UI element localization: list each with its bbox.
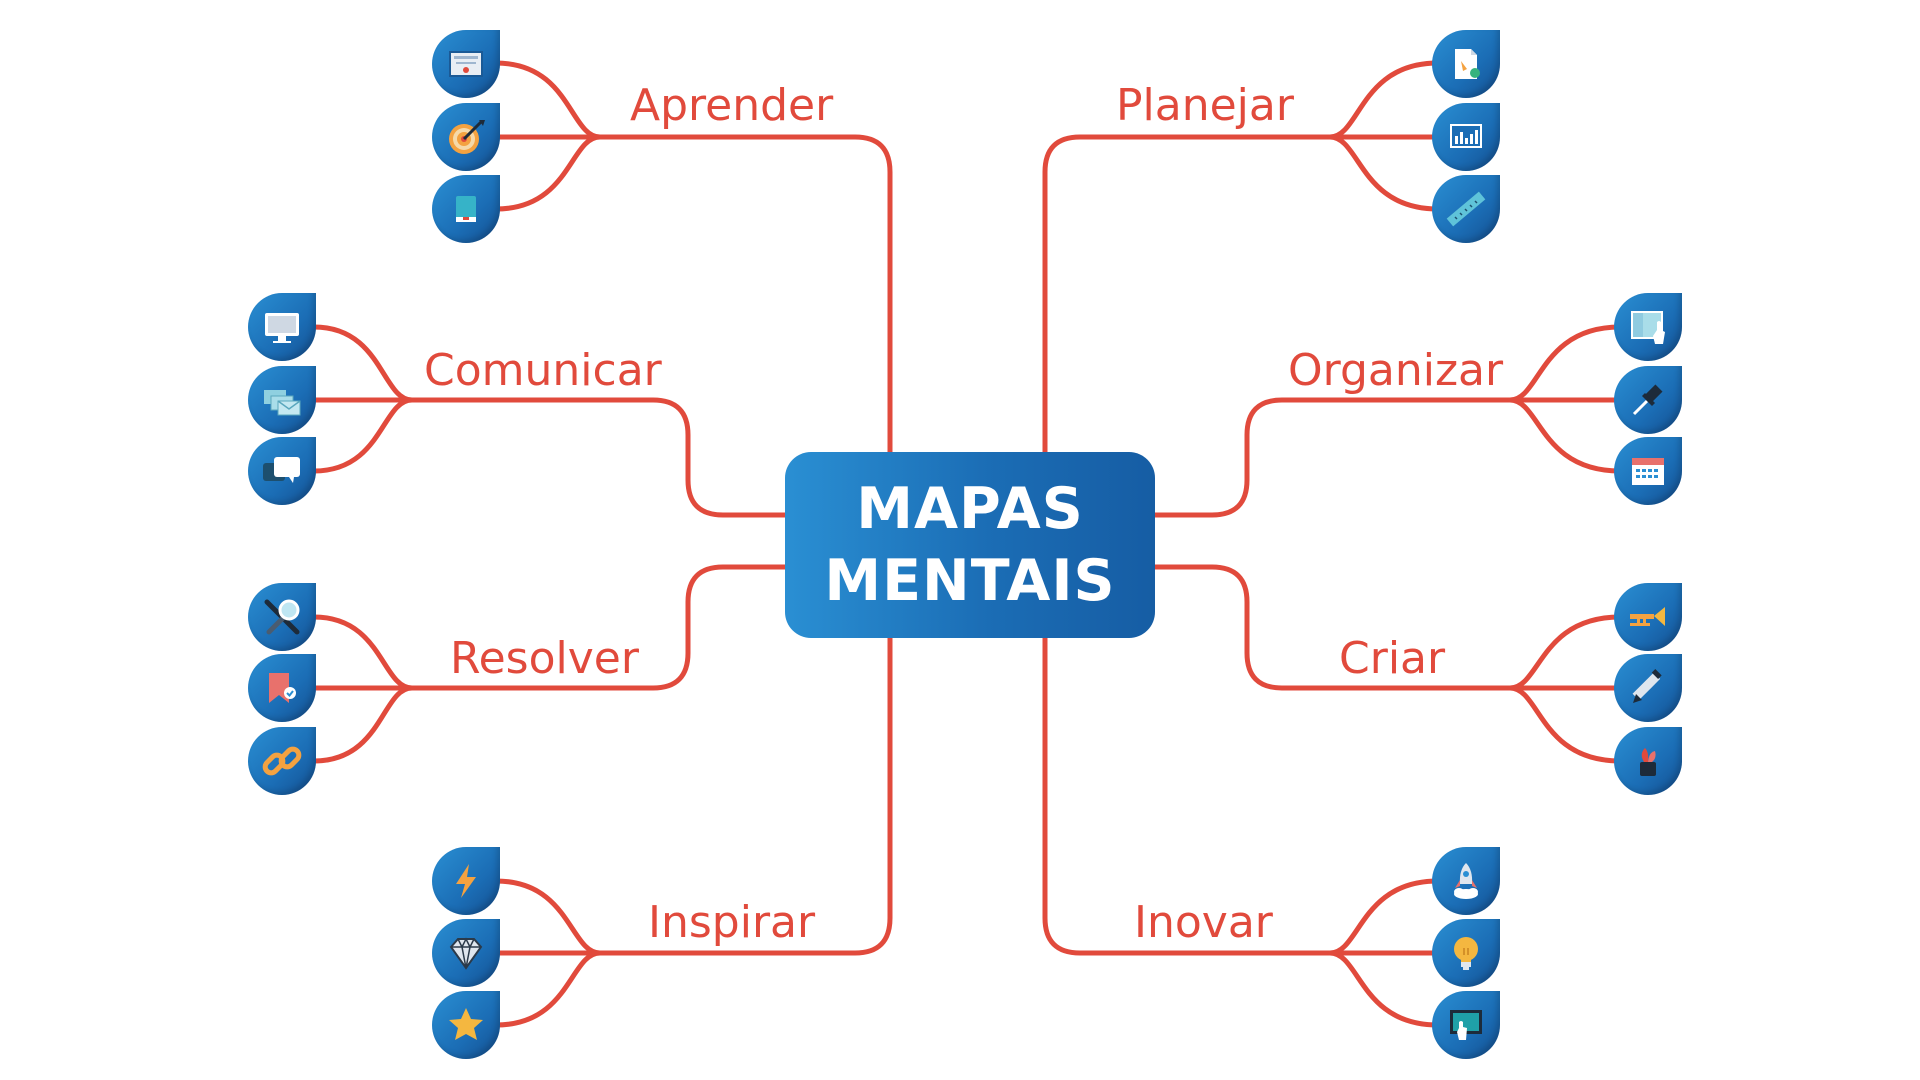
paint-icon[interactable]: [1614, 727, 1682, 795]
central-topic[interactable]: MAPAS MENTAIS: [785, 452, 1155, 638]
lightbulb-icon[interactable]: [1432, 919, 1500, 987]
chat-icon[interactable]: [248, 437, 316, 505]
central-topic-line1: MAPAS: [856, 476, 1084, 542]
calendar-icon[interactable]: [1614, 437, 1682, 505]
connector-resolver-1: [311, 614, 415, 691]
connector-organizar-1: [1507, 324, 1623, 403]
connector-inovar: [1042, 635, 1333, 956]
link-icon[interactable]: [248, 727, 316, 795]
branch-label-resolver[interactable]: Resolver: [450, 633, 639, 684]
connector-resolver-3: [311, 685, 415, 764]
bookmark-icon[interactable]: [248, 654, 316, 722]
board-icon[interactable]: [1614, 293, 1682, 361]
connector-organizar-3: [1507, 397, 1623, 474]
connector-criar: [1152, 564, 1513, 691]
connector-inovar-3: [1327, 950, 1441, 1028]
connector-aprender-3: [493, 134, 603, 212]
branch-label-inspirar[interactable]: Inspirar: [648, 897, 816, 948]
target-icon[interactable]: [432, 103, 500, 171]
pin-icon[interactable]: [1614, 366, 1682, 434]
pen-icon[interactable]: [1614, 654, 1682, 722]
touchscreen-icon[interactable]: [1432, 991, 1500, 1059]
connector-planejar-3: [1327, 134, 1441, 212]
connector-planejar-1: [1327, 60, 1441, 140]
connector-aprender: [597, 134, 893, 455]
connector-comunicar-1: [311, 324, 415, 403]
diamond-icon[interactable]: [432, 919, 500, 987]
connector-inspirar: [597, 635, 893, 956]
rocket-icon[interactable]: [1432, 847, 1500, 915]
book-icon[interactable]: [432, 175, 500, 243]
connector-criar-1: [1507, 614, 1623, 691]
connector-inspirar-1: [493, 878, 603, 956]
connector-planejar: [1042, 134, 1333, 455]
connector-comunicar-3: [311, 397, 415, 474]
connector-aprender-1: [493, 60, 603, 140]
mail-icon[interactable]: [248, 366, 316, 434]
central-topic-line2: MENTAIS: [824, 548, 1116, 614]
connector-resolver: [409, 564, 788, 691]
connector-criar-3: [1507, 685, 1623, 764]
lightning-icon[interactable]: [432, 847, 500, 915]
branch-label-aprender[interactable]: Aprender: [630, 80, 834, 131]
connector-organizar: [1152, 397, 1513, 518]
branch-label-planejar[interactable]: Planejar: [1116, 80, 1294, 131]
star-icon[interactable]: [432, 991, 500, 1059]
monitor-icon[interactable]: [248, 293, 316, 361]
trumpet-icon[interactable]: [1614, 583, 1682, 651]
branch-label-criar[interactable]: Criar: [1339, 633, 1446, 684]
connector-inspirar-3: [493, 950, 603, 1028]
connector-inovar-1: [1327, 878, 1441, 956]
bar-chart-icon[interactable]: [1432, 103, 1500, 171]
tools-icon[interactable]: [248, 583, 316, 651]
branch-label-inovar[interactable]: Inovar: [1134, 897, 1273, 948]
connector-comunicar: [409, 397, 788, 518]
document-icon[interactable]: [1432, 30, 1500, 98]
branch-label-comunicar[interactable]: Comunicar: [424, 345, 662, 396]
branch-label-organizar[interactable]: Organizar: [1288, 345, 1504, 396]
certificate-icon[interactable]: [432, 30, 500, 98]
ruler-icon[interactable]: [1432, 175, 1500, 243]
